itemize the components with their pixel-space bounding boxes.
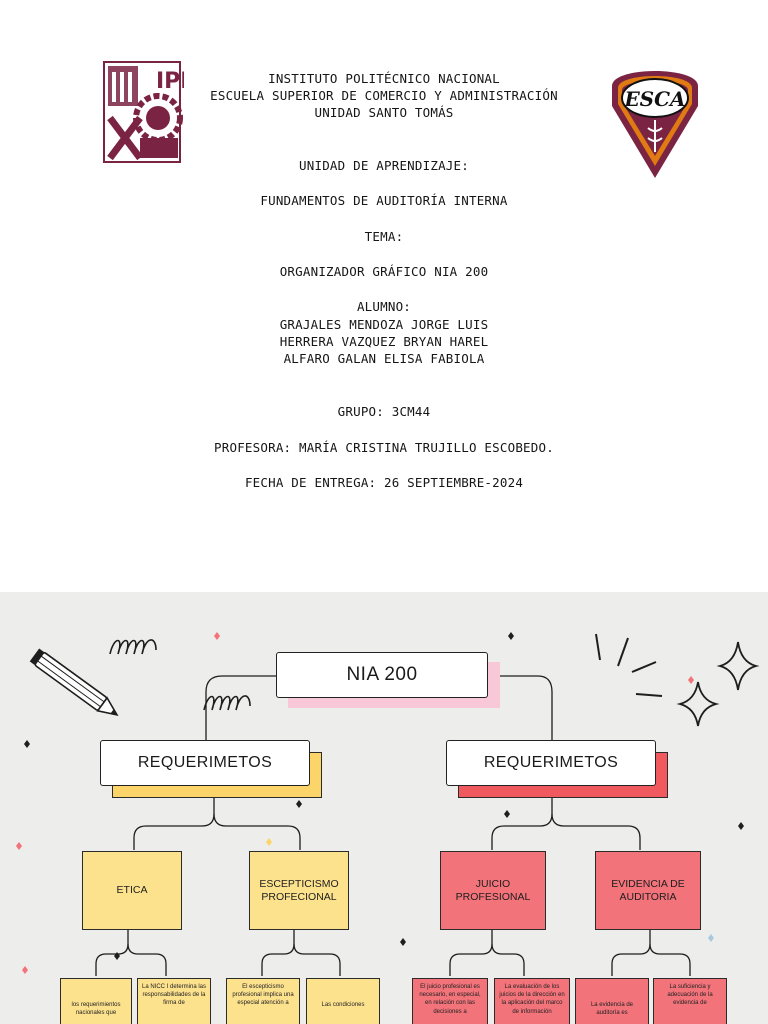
- escepticismo-leaf-2: Las condiciones: [306, 978, 380, 1024]
- confetti-decoration: [16, 632, 744, 974]
- students-label: ALUMNO:: [356, 299, 412, 314]
- unit-value: FUNDAMENTOS DE AUDITORÍA INTERNA: [260, 193, 508, 208]
- evidencia-leaf-2: La suficiencia y adecuación de la eviden…: [653, 978, 727, 1024]
- evidencia-label: EVIDENCIA DE AUDITORIA: [611, 877, 685, 903]
- star-icon: [716, 641, 760, 691]
- escepticismo-leaf-1: El escepticismo profesional implica una …: [226, 978, 300, 1024]
- etica-leaf-2: La NICC I determina las responsabilidade…: [137, 978, 211, 1024]
- escepticismo-label: ESCEPTICISMO PROFECIONAL: [259, 877, 339, 903]
- concept-map: NIA 200 REQUERIMETOS REQUERIMETOS ETICA …: [0, 592, 768, 1024]
- root-node: NIA 200: [276, 652, 488, 698]
- due-date-line: FECHA DE ENTREGA: 26 SEPTIEMBRE-2024: [244, 475, 524, 490]
- svg-text:ESCA: ESCA: [623, 87, 685, 111]
- left-branch-node: REQUERIMETOS: [100, 740, 310, 786]
- teacher-line: PROFESORA: MARÍA CRISTINA TRUJILLO ESCOB…: [214, 440, 554, 455]
- student-name: GRAJALES MENDOZA JORGE LUIS: [279, 317, 489, 332]
- group-line: GRUPO: 3CM44: [337, 404, 431, 419]
- esca-shield-icon: ESCA: [606, 56, 704, 182]
- juicio-label: JUICIO PROFESIONAL: [455, 877, 531, 903]
- evidencia-leaf-1: La evidencia de auditoría es: [575, 978, 649, 1024]
- institution-name: INSTITUTO POLITÉCNICO NACIONAL: [268, 71, 500, 86]
- etica-node: ETICA: [82, 851, 182, 930]
- topic-value: ORGANIZADOR GRÁFICO NIA 200: [279, 264, 489, 279]
- juicio-leaf-2: La evaluación de los juicios de la direc…: [494, 978, 570, 1024]
- school-name: ESCUELA SUPERIOR DE COMERCIO Y ADMINISTR…: [210, 88, 558, 103]
- evidencia-node: EVIDENCIA DE AUDITORIA: [595, 851, 701, 930]
- svg-text:IPN: IPN: [156, 69, 184, 94]
- cover-page: IPN ESCA INSTITUTO POLITÉCNICO NACIONAL …: [100, 56, 704, 490]
- etica-label: ETICA: [116, 884, 148, 896]
- student-name: HERRERA VAZQUEZ BRYAN HAREL: [279, 334, 489, 349]
- campus-name: UNIDAD SANTO TOMÁS: [314, 105, 454, 120]
- pencil-icon: [29, 648, 119, 717]
- juicio-leaf-1: El juicio profesional es necesario, en e…: [412, 978, 488, 1024]
- star-icon: [676, 681, 720, 727]
- etica-leaf-1: los requerimientos nacionales que: [60, 978, 132, 1024]
- unit-label: UNIDAD DE APRENDIZAJE:: [299, 158, 469, 173]
- escepticismo-node: ESCEPTICISMO PROFECIONAL: [249, 851, 349, 930]
- topic-label: TEMA:: [364, 229, 404, 244]
- root-label: NIA 200: [346, 664, 418, 685]
- ipn-logo-icon: IPN: [100, 58, 199, 166]
- right-branch-label: REQUERIMETOS: [483, 754, 619, 771]
- left-branch-label: REQUERIMETOS: [137, 754, 273, 771]
- right-branch-node: REQUERIMETOS: [446, 740, 656, 786]
- juicio-node: JUICIO PROFESIONAL: [440, 851, 546, 930]
- connector-lines: [16, 632, 760, 976]
- student-name: ALFARO GALAN ELISA FABIOLA: [283, 351, 485, 366]
